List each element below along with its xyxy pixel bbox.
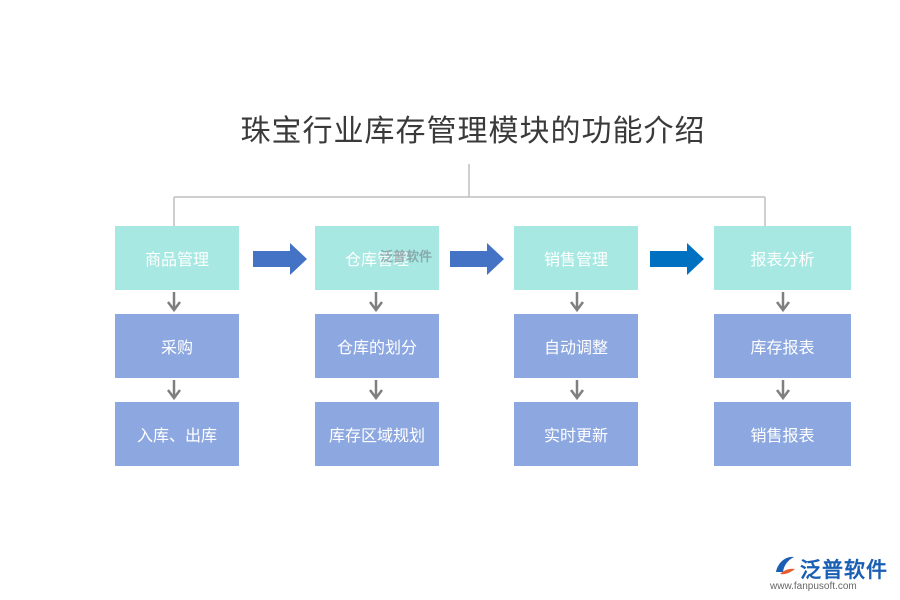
right-arrow-2 [450,243,504,275]
right-arrow-1 [253,243,307,275]
down-arrow [167,292,790,401]
logo-name: 泛普软件 [800,558,888,582]
module-item-stock-report: 库存报表 [714,314,851,378]
module-header-product: 商品管理 [115,226,239,290]
module-item-auto-adjust: 自动调整 [514,314,638,378]
module-item-sales-report: 销售报表 [714,402,851,466]
page-title: 珠宝行业库存管理模块的功能介绍 [240,114,706,149]
module-item-purchase: 采购 [115,314,239,378]
watermark-text: 泛普软件 [380,250,433,265]
right-arrow-3 [650,243,704,275]
module-header-warehouse: 仓库管理 [315,226,439,290]
module-item-zoning: 库存区域规划 [315,402,439,466]
module-item-realtime: 实时更新 [514,402,638,466]
logo-url: www.fanpusoft.com [770,581,857,592]
fanpu-logo-icon [776,556,795,575]
module-item-division: 仓库的划分 [315,314,439,378]
module-item-in-out: 入库、出库 [115,402,239,466]
module-header-reports: 报表分析 [714,226,851,290]
module-header-sales: 销售管理 [514,226,638,290]
